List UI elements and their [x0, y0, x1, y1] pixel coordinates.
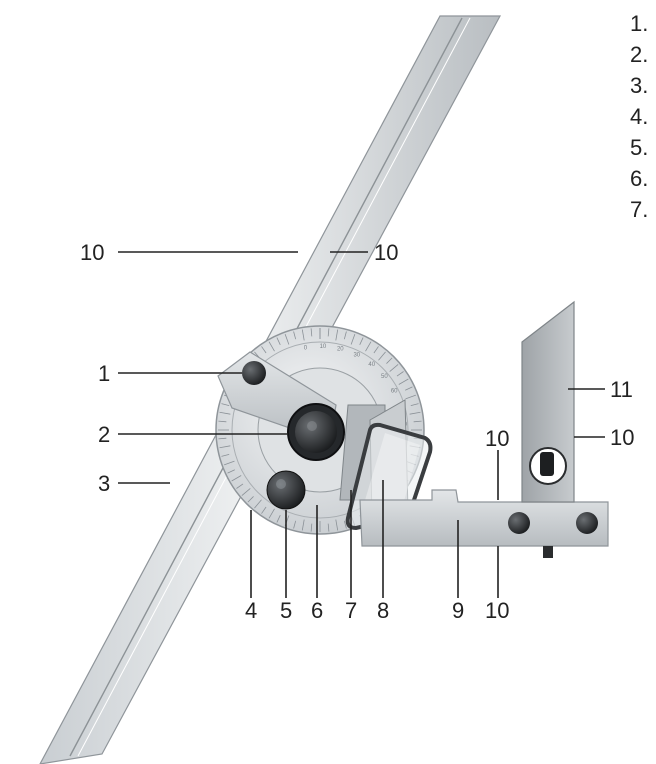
callout-10-base-top: 10 — [485, 426, 509, 451]
dial-tick — [293, 331, 297, 340]
callout-10-bottom: 10 — [485, 598, 509, 623]
dial-tick — [396, 371, 404, 377]
dial-tick — [410, 403, 419, 407]
dial-tick — [221, 403, 230, 407]
acute-angle-attachment — [521, 300, 575, 503]
dial-tick — [389, 364, 399, 372]
dial-tick — [254, 499, 262, 509]
dial-scale-number: 60 — [391, 389, 398, 395]
callout-6: 6 — [311, 598, 323, 623]
callout-labels: 10 10 1 2 3 4 5 6 7 8 9 10 10 11 10 — [80, 240, 634, 623]
dial-tick — [221, 453, 230, 457]
dial-tick — [261, 346, 267, 354]
dial-tick — [301, 329, 305, 341]
dial-tick — [378, 351, 386, 361]
dial-tick — [224, 460, 235, 466]
callout-1: 1 — [98, 361, 110, 386]
central-lock-knob — [287, 403, 345, 461]
callout-10-attachment: 10 — [610, 425, 634, 450]
dial-tick — [293, 520, 297, 529]
dial-scale-number: 0 — [304, 345, 308, 351]
dial-tick — [386, 357, 393, 364]
dial-tick — [301, 519, 305, 531]
dial-tick — [276, 515, 281, 523]
legend-item-1: 1. — [630, 11, 648, 36]
dial-scale-number: 40 — [368, 362, 375, 368]
dial-tick — [373, 346, 379, 354]
dial-tick — [343, 331, 347, 340]
dial-tick — [343, 520, 347, 529]
callout-10-top-right: 10 — [374, 240, 398, 265]
base-pin — [543, 546, 553, 558]
dial-tick — [413, 420, 422, 423]
callout-11: 11 — [610, 377, 633, 402]
dial-tick — [241, 488, 251, 496]
fine-adjust-knob — [266, 470, 306, 510]
dial-tick — [268, 341, 275, 352]
dial-tick — [310, 328, 313, 337]
callout-7: 7 — [345, 598, 357, 623]
dial-tick — [276, 337, 281, 345]
callout-4: 4 — [245, 598, 257, 623]
callout-10-top-left: 10 — [80, 240, 104, 265]
dial-tick — [218, 437, 227, 440]
legend-item-3: 3. — [630, 73, 648, 98]
callout-5: 5 — [280, 598, 292, 623]
dial-tick — [405, 394, 416, 400]
attachment-clamp-screw — [540, 452, 554, 476]
dial-tick — [218, 420, 227, 423]
callout-2: 2 — [98, 422, 110, 447]
dial-tick — [268, 508, 275, 519]
callout-3: 3 — [98, 471, 110, 496]
dial-tick — [236, 483, 244, 489]
legend-list: 1. 2. 3. 4. 5. 6. 7. — [630, 11, 648, 222]
base-screw-2 — [576, 512, 598, 534]
dial-tick — [231, 475, 242, 482]
callout-9: 9 — [452, 598, 464, 623]
legend-item-5: 5. — [630, 135, 648, 160]
dial-tick — [247, 496, 254, 503]
legend-item-2: 2. — [630, 42, 648, 67]
stock-base — [359, 489, 609, 558]
dial-tick — [335, 329, 339, 341]
legend-item-6: 6. — [630, 166, 648, 191]
dial-scale-number: 10 — [320, 344, 327, 350]
callout-8: 8 — [377, 598, 389, 623]
dial-tick — [350, 334, 356, 345]
legend-item-7: 7. — [630, 197, 648, 222]
dial-tick — [310, 523, 313, 532]
dial-tick — [335, 519, 339, 531]
dial-tick — [219, 445, 231, 449]
dial-tick — [227, 469, 235, 474]
dial-tick — [327, 328, 330, 337]
dial-scale-number: 50 — [381, 374, 388, 380]
dial-tick — [327, 523, 330, 532]
dial-tick — [261, 506, 267, 514]
dial-tick — [405, 386, 413, 391]
clamp-screw — [242, 361, 266, 385]
dial-tick — [359, 337, 364, 345]
dial-tick — [219, 411, 231, 415]
legend-item-4: 4. — [630, 104, 648, 129]
dial-tick — [398, 378, 409, 385]
callout-leaders — [118, 251, 605, 598]
dial-scale-number: 30 — [353, 353, 360, 359]
dial-tick — [365, 341, 372, 352]
dial-scale-number: 20 — [337, 346, 344, 352]
dial-tick — [409, 411, 421, 415]
base-screw-1 — [508, 512, 530, 534]
dial-tick — [284, 334, 290, 345]
